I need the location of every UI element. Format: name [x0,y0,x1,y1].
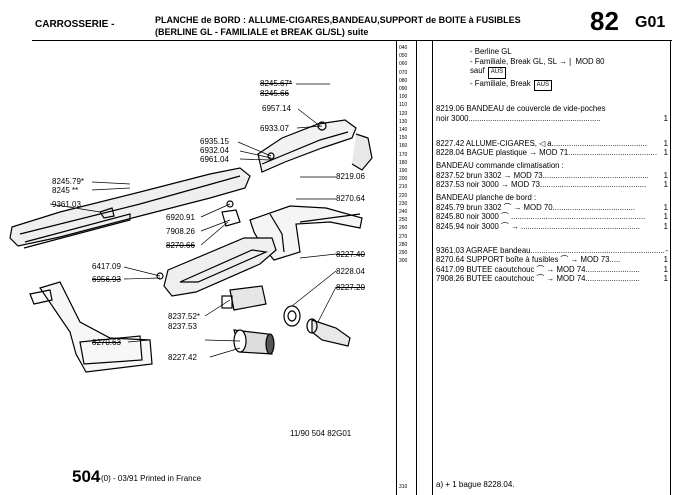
column-divider [670,40,671,495]
exploded-diagram [9,83,373,373]
applicability-line: - Familiale, Break GL, SL →❘ MOD 80 [470,56,605,66]
callout: 8245.67* [260,79,293,88]
line-number: 060 [399,61,408,68]
line-number: 150 [399,135,408,142]
list-item: 8245.94 noir 3000 ⌒ → ..................… [436,221,668,231]
line-number: 160 [399,143,408,150]
list-item: 7908.26 BUTEE caoutchouc ⌒ → MOD 74.....… [436,274,668,283]
callout: 6920.91 [166,213,195,222]
callout: 8245 ** [52,186,79,195]
aus-box: AUS [487,67,507,79]
line-number: 280 [399,241,408,248]
line-number: 080 [399,77,408,84]
callout: 8219.06 [336,172,365,181]
callout: 8270.66 [166,241,195,250]
page-title: PLANCHE de BORD : ALLUME-CIGARES,BANDEAU… [155,14,521,38]
line-number: 290 [399,250,408,257]
line-number: 200 [399,176,408,183]
callout: 6961.04 [200,155,229,164]
aus-box: AUS [533,79,553,91]
line-number-last: 310 [399,484,408,490]
line-number: 180 [399,159,408,166]
section-label: CARROSSERIE - [35,19,115,30]
callout: 6932.04 [200,146,229,155]
column-divider [396,40,397,495]
callout: 8270.64 [336,194,365,203]
line-number: 120 [399,110,408,117]
list-item: 6417.09 BUTEE caoutchouc ⌒ → MOD 74.....… [436,264,668,274]
list-item: 8219.06 BANDEAU de couvercle de vide-poc… [436,104,606,113]
page-number: 82 [590,6,619,36]
callout: 6933.07 [260,124,289,133]
callout: 6417.09 [92,262,121,271]
footnote: a) + 1 bague 8228.04. [436,480,515,489]
callout: 9361.03 [52,200,81,209]
list-item: 8237.52 brun 3302 → MOD 73..............… [436,170,668,180]
list-item: BANDEAU planche de bord : [436,193,537,202]
list-item: 8228.04 BAGUE plastique → MOD 71........… [436,148,668,157]
list-item: 8237.53 noir 3000 → MOD 73..............… [436,180,668,189]
line-number: 270 [399,233,408,240]
line-number: 230 [399,200,408,207]
line-number: 300 [399,258,408,265]
line-number: 250 [399,217,408,224]
callout: 6935.15 [200,137,229,146]
callout: 8228.04 [336,267,365,276]
line-number: 110 [399,102,407,109]
header-rule [32,40,672,41]
line-number: 090 [399,86,408,93]
callout: 7908.26 [166,227,195,236]
title-line-1: PLANCHE de BORD : ALLUME-CIGARES,BANDEAU… [155,15,521,25]
line-number: 130 [399,118,408,125]
callout: 8237.52* [168,312,201,321]
line-number: 070 [399,69,408,76]
title-line-2: (BERLINE GL - FAMILIALE et BREAK GL/SL) … [155,27,369,37]
line-number: 210 [399,184,408,191]
column-divider [416,40,417,495]
line-number: 220 [399,192,408,199]
line-number: 260 [399,225,408,232]
callout: 8227.20 [336,283,365,292]
column-divider [432,40,433,495]
footer-print-info: (0) - 03/91 Printed in France [101,474,202,483]
callout: 8227.40 [336,250,365,259]
callout: 8245.79* [52,177,85,186]
line-number: 190 [399,168,408,175]
parts-list: 8219.06 BANDEAU de couvercle de vide-poc… [436,104,668,284]
line-number: 140 [399,127,408,134]
line-number: 040 [399,45,408,51]
list-item: 8227.42 ALLUME-CIGARES, ◁ a.............… [436,138,668,148]
callout: 8237.53 [168,322,197,331]
callout: 6956.93 [92,275,121,284]
list-item: 9361.03 AGRAFE bandeau..................… [436,245,668,255]
list-item: 8245.80 noir 3000 ⌒ ....................… [436,212,668,221]
callout: 8227.42 [168,353,197,362]
figure-reference: 11/90 504 82G01 [290,429,352,438]
callout: 6957.14 [262,104,291,113]
callout: 8270.63 [92,338,121,347]
footer-page: 504 [72,467,101,486]
line-number: 050 [399,53,408,60]
page-code: G01 [635,14,666,31]
line-number: 100 [399,94,408,101]
list-item: 8245.79 brun 3302 ⌒ → MOD 70............… [436,202,668,212]
list-item: noir 3000...............................… [436,113,668,123]
list-item: 8270.64 SUPPORT boîte à fusibles ⌒ → MOD… [436,255,668,264]
list-item: BANDEAU commande climatisation : [436,161,564,170]
line-number: 170 [399,151,408,158]
applicability-block: - Berline GL - Familiale, Break GL, SL →… [470,47,605,91]
callout: 8245.66 [260,89,289,98]
applicability-line: - Berline GL [470,47,512,56]
line-number: 240 [399,209,408,216]
